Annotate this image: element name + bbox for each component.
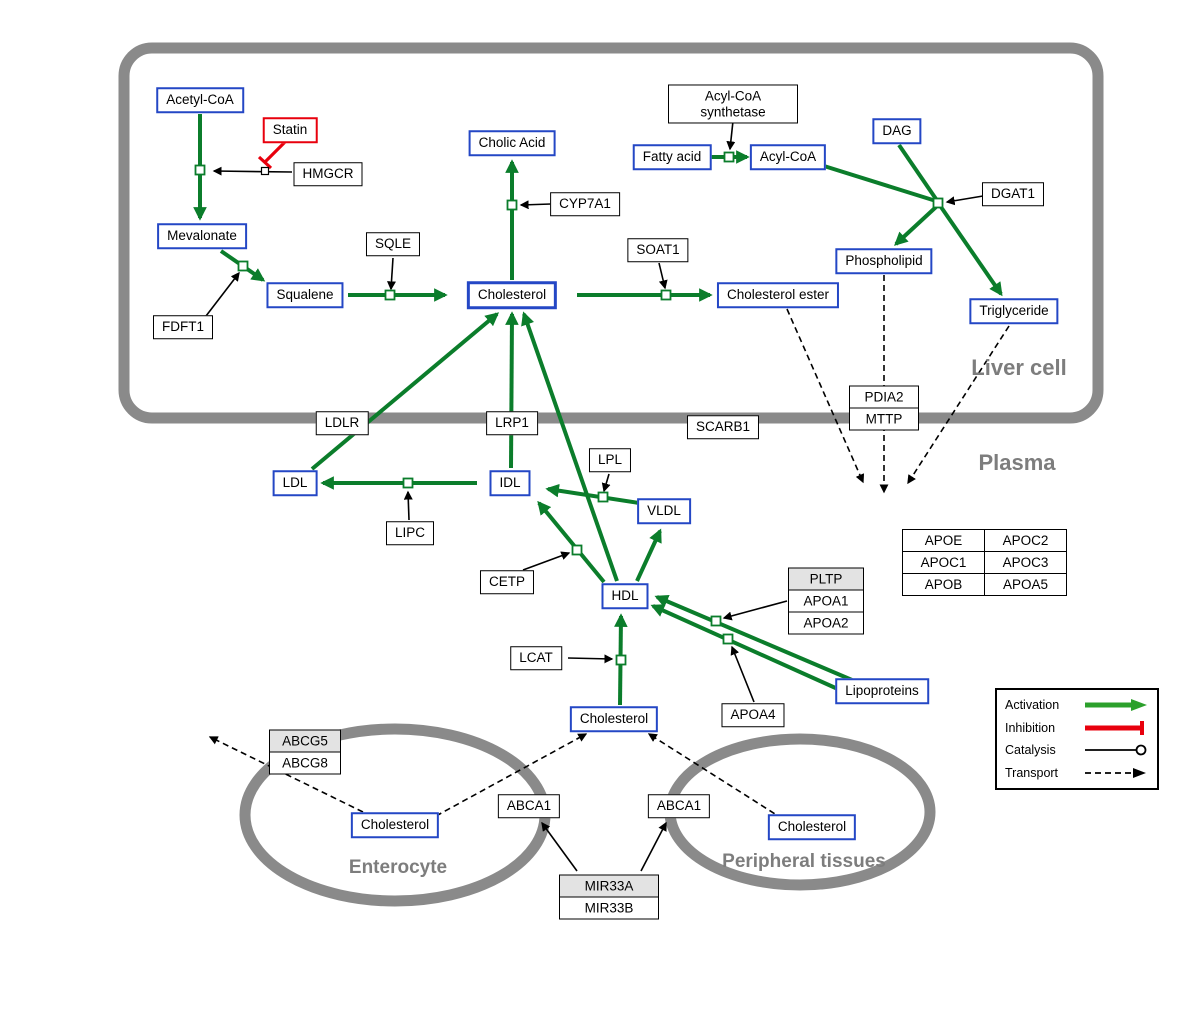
activation-symbol [1085,699,1147,712]
node-cholesterol-ester[interactable]: Cholesterol ester [716,282,840,308]
node-ldlr[interactable]: LDLR [315,411,369,435]
plasma-label: Plasma [978,450,1056,475]
stack-abcg5-abcg8: ABCG5 ABCG8 [269,729,341,775]
node-squalene[interactable]: Squalene [266,282,344,308]
stack-mir33: MIR33A MIR33B [559,874,659,920]
node-vldl[interactable]: VLDL [637,498,691,524]
node-abcg5[interactable]: ABCG5 [269,729,341,753]
reaction-nodes [194,151,944,666]
node-sqle[interactable]: SQLE [365,232,421,256]
node-cyp7a1[interactable]: CYP7A1 [550,192,620,216]
node-fatty-acid[interactable]: Fatty acid [632,144,712,170]
node-apoa5[interactable]: APOA5 [984,573,1067,596]
node-apoe[interactable]: APOE [902,529,985,552]
catalysis-symbol [1085,744,1147,756]
node-soat1[interactable]: SOAT1 [627,238,689,262]
node-hmgcr[interactable]: HMGCR [293,162,363,186]
node-dag[interactable]: DAG [872,118,922,144]
node-cholesterol-plasma[interactable]: Cholesterol [569,706,659,732]
stack-pltp-apoa1-apoa2: PLTP APOA1 APOA2 [788,567,864,635]
inhibition-edge [257,140,287,170]
node-lrp1[interactable]: LRP1 [486,411,538,435]
node-mir33a[interactable]: MIR33A [559,874,659,898]
node-phospholipid[interactable]: Phospholipid [835,248,933,274]
node-apoa1[interactable]: APOA1 [788,589,864,613]
node-scarb1[interactable]: SCARB1 [686,415,760,439]
legend-row-catalysis: Catalysis [1005,742,1149,758]
node-lcat[interactable]: LCAT [510,646,562,670]
node-apoc1[interactable]: APOC1 [902,551,985,574]
node-mir33b[interactable]: MIR33B [559,896,659,920]
node-idl[interactable]: IDL [489,470,531,496]
node-ldl[interactable]: LDL [272,470,318,496]
node-acyl-coa-synthetase[interactable]: Acyl-CoA synthetase [668,84,798,124]
node-triglyceride[interactable]: Triglyceride [969,298,1059,324]
node-cholesterol-liver[interactable]: Cholesterol [466,281,558,309]
liver-cell-label: Liver cell [971,355,1067,380]
transport-edges [208,275,1010,820]
node-statin[interactable]: Statin [262,117,318,143]
node-lpl[interactable]: LPL [588,448,632,472]
node-apob[interactable]: APOB [902,573,985,596]
enterocyte-label: Enterocyte [348,857,448,878]
node-pltp[interactable]: PLTP [788,567,864,591]
legend-row-inhibition: Inhibition [1005,720,1149,736]
transport-symbol [1085,767,1146,778]
node-abcg8[interactable]: ABCG8 [269,751,341,775]
legend-inhibition-label: Inhibition [1005,720,1056,735]
legend-row-activation: Activation [1005,697,1149,713]
node-pdia2[interactable]: PDIA2 [849,385,919,409]
node-apoc3[interactable]: APOC3 [984,551,1067,574]
liver-cell-membrane [118,42,1104,424]
node-abca1-left[interactable]: ABCA1 [497,794,561,818]
legend: Activation Inhibition Catalysis Transpor… [995,688,1159,790]
node-cetp[interactable]: CETP [479,570,535,594]
legend-row-transport: Transport [1005,765,1149,781]
node-abca1-right[interactable]: ABCA1 [647,794,711,818]
node-acetyl-coa[interactable]: Acetyl-CoA [156,87,244,113]
activation-edges [193,114,1003,706]
node-apoa2[interactable]: APOA2 [788,611,864,635]
node-apoa4[interactable]: APOA4 [721,703,785,727]
node-fdft1[interactable]: FDFT1 [153,315,213,339]
stack-pdia2-mttp: PDIA2 MTTP [849,385,919,431]
peripheral-tissues-label: Peripheral tissues [722,851,886,872]
apolipoprotein-table: APOE APOC2 APOC1 APOC3 APOB APOA5 [902,529,1067,596]
legend-transport-label: Transport [1005,765,1059,780]
legend-catalysis-label: Catalysis [1005,743,1056,758]
catalysis-edges [205,120,984,872]
node-mevalonate[interactable]: Mevalonate [157,223,247,249]
node-mttp[interactable]: MTTP [849,407,919,431]
node-dgat1[interactable]: DGAT1 [981,182,1045,206]
node-lipc[interactable]: LIPC [385,521,435,545]
legend-activation-label: Activation [1005,698,1060,713]
node-lipoproteins[interactable]: Lipoproteins [835,678,929,704]
node-cholesterol-peripheral[interactable]: Cholesterol [767,814,857,840]
node-cholesterol-enterocyte[interactable]: Cholesterol [350,812,440,838]
node-apoc2[interactable]: APOC2 [984,529,1067,552]
inhibition-symbol [1085,720,1144,735]
node-hdl[interactable]: HDL [601,583,649,609]
node-acyl-coa[interactable]: Acyl-CoA [749,144,827,170]
node-cholic-acid[interactable]: Cholic Acid [468,130,556,156]
